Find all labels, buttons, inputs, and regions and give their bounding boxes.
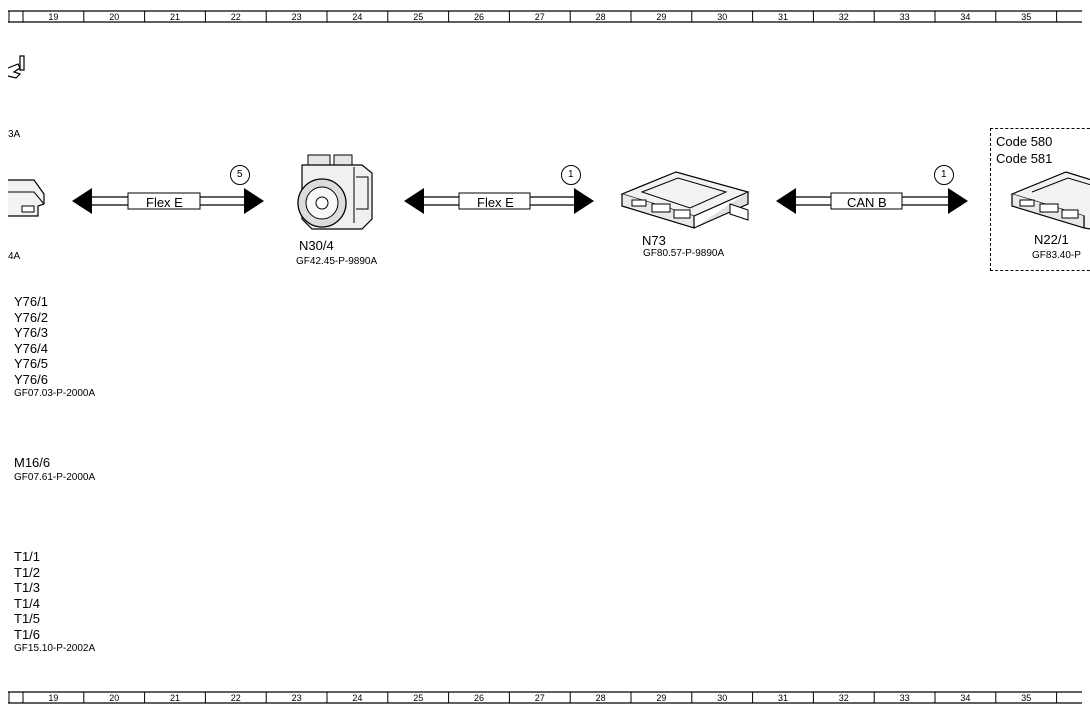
bus-marker-circle-3: [934, 165, 954, 185]
list-t1-item: T1/5: [14, 611, 41, 626]
bus-arrow-flex-e-1: [72, 188, 264, 214]
ruler-bottom-column-number: 26: [474, 693, 484, 703]
list-y76-item: Y76/6: [14, 371, 48, 387]
bus-label-3: CAN B: [847, 195, 887, 210]
code-label-2: Code 581: [996, 151, 1053, 166]
left-fragment-ref-top: 3A: [8, 129, 21, 140]
list-t1-item: T1/1: [14, 549, 41, 564]
ruler-bottom-column-number: 32: [839, 693, 849, 703]
list-y76-item: Y76/3: [14, 325, 48, 340]
component-id-n73: N73: [642, 233, 666, 248]
component-ref-n22-1: GF83.40-P: [1032, 250, 1081, 261]
bus-marker-1: 5: [237, 169, 243, 180]
ruler-top-column-number: 27: [535, 12, 545, 22]
ruler-top-column-number: 32: [839, 12, 849, 22]
bus-marker-2: 1: [568, 169, 574, 180]
list-t1-item: T1/2: [14, 564, 41, 580]
ruler-top-column-number: 29: [656, 12, 666, 22]
ruler-bottom-column-number: 24: [352, 693, 362, 703]
column-ruler-top: 19 20 21 22 23 24 25 26 27 28 29 30 31 32 33 34 35: [8, 10, 1082, 23]
ruler-bottom-column-number: 28: [596, 693, 606, 703]
code-label-1: Code 580: [996, 134, 1053, 149]
ruler-top-column-number: 22: [231, 12, 241, 22]
bus-marker-circle-1: [230, 165, 250, 185]
list-y76-item: Y76/4: [14, 340, 48, 356]
ruler-top-column-number: 35: [1021, 12, 1031, 22]
ruler-bottom-column-number: 29: [656, 693, 666, 703]
component-ref-n30-4: GF42.45-P-9890A: [296, 256, 378, 267]
ruler-bottom-column-number: 35: [1021, 693, 1031, 703]
component-id-n30-4: N30/4: [299, 238, 334, 253]
bus-arrow-flex-e-2: [404, 188, 594, 214]
control-unit-n22-1-icon: [1010, 171, 1090, 230]
ruler-bottom-column-number: 34: [960, 693, 970, 703]
bus-arrow-can-b: [776, 188, 968, 214]
ruler-top-column-number: 19: [48, 12, 58, 22]
ruler-bottom-column-number: 33: [900, 693, 910, 703]
list-t1-item: T1/4: [14, 595, 41, 611]
control-unit-n73-icon: [620, 171, 750, 229]
ruler-bottom-column-number: 22: [231, 693, 241, 703]
bus-label-1: Flex E: [146, 195, 183, 210]
ruler-bottom-column-number: 31: [778, 693, 788, 703]
list-t1-item: T1/3: [14, 580, 41, 595]
list-t1-item: T1/6: [14, 626, 41, 642]
ruler-top-column-number: 34: [960, 12, 970, 22]
left-fragment-ref-bottom: 4A: [8, 251, 21, 262]
ruler-top-column-number: 30: [717, 12, 727, 22]
list-y76-item: Y76/2: [14, 309, 48, 325]
ruler-bottom-column-number: 21: [170, 693, 180, 703]
list-m16-ref: GF07.61-P-2000A: [14, 471, 96, 483]
optional-equipment-box: [990, 128, 1090, 271]
ruler-top-column-number: 31: [778, 12, 788, 22]
list-y76-ref: GF07.03-P-2000A: [14, 388, 96, 399]
ruler-top-column-number: 24: [352, 12, 362, 22]
component-id-n22-1: N22/1: [1034, 232, 1069, 247]
ruler-top-column-number: 28: [596, 12, 606, 22]
ruler-top-column-number: 33: [900, 12, 910, 22]
component-ref-n73: GF80.57-P-9890A: [643, 248, 725, 259]
ruler-top-column-number: 26: [474, 12, 484, 22]
bus-marker-circle-2: [561, 165, 581, 185]
list-t1-ref: GF15.10-P-2002A: [14, 643, 96, 654]
list-y76-item: Y76/5: [14, 356, 48, 371]
ruler-top-column-number: 23: [292, 12, 302, 22]
list-y76-item: Y76/1: [14, 294, 48, 309]
ruler-bottom-column-number: 25: [413, 693, 423, 703]
list-m16-item: M16/6: [14, 455, 51, 470]
hydraulic-unit-icon: [297, 154, 373, 230]
ruler-top-column-number: 20: [109, 12, 119, 22]
ruler-top-column-number: 25: [413, 12, 423, 22]
ruler-bottom-column-number: 23: [292, 693, 302, 703]
bus-label-2: Flex E: [477, 195, 514, 210]
hand-symbol-icon: [7, 55, 25, 79]
ruler-bottom-column-number: 30: [717, 693, 727, 703]
bus-marker-3: 1: [941, 169, 947, 180]
ruler-bottom-column-number: 19: [48, 693, 58, 703]
column-ruler-bottom: 19 20 21 22 23 24 25 26 27 28 29 30 31 32 33 34 35: [8, 691, 1082, 704]
ruler-top-column-number: 21: [170, 12, 180, 22]
ruler-bottom-column-number: 20: [109, 693, 119, 703]
control-unit-fragment-icon: [8, 179, 45, 217]
ruler-bottom-column-number: 27: [535, 693, 545, 703]
